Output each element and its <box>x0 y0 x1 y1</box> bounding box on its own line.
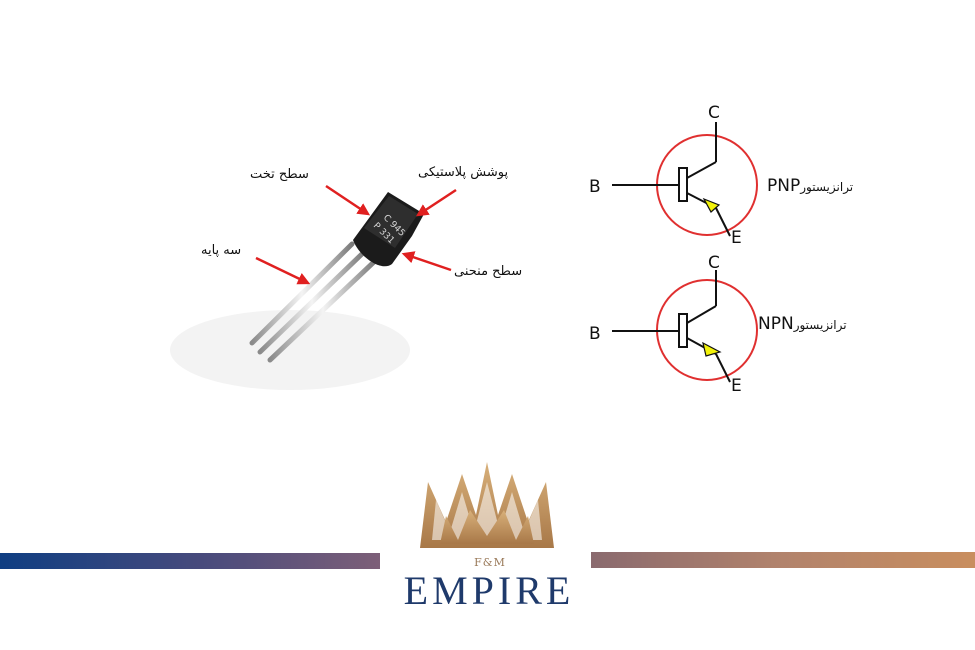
npn-collector-label: C <box>708 253 720 273</box>
pnp-emitter-wire <box>715 207 731 237</box>
transistor-leg <box>267 257 379 363</box>
npn-symbol: C B E <box>589 253 758 396</box>
logo-wordmark: EMPIRE <box>403 568 575 613</box>
transistor-leg <box>257 249 367 355</box>
logo-crown-icon <box>420 462 554 548</box>
three-legs-arrow <box>255 256 311 285</box>
npn-base-bar <box>678 313 688 348</box>
flat-surface-arrow <box>325 184 371 216</box>
footer-bar-right <box>591 552 975 568</box>
pnp-collector-lead <box>686 161 717 179</box>
transistor-photo: C 945 P 331 <box>249 192 424 363</box>
pnp-collector-label: C <box>708 103 720 123</box>
npn-collector-lead <box>686 305 717 324</box>
pnp-base-bar <box>678 167 688 202</box>
plastic-case-arrow <box>415 188 457 217</box>
flat-surface-label: سطح تخت <box>250 167 309 182</box>
npn-emitter-arrow <box>702 341 722 357</box>
npn-emitter-label: E <box>731 376 742 396</box>
plastic-case-label: پوشش پلاستیکی <box>418 165 509 180</box>
three-legs-label: سه پایه <box>201 243 242 258</box>
footer-bar-left <box>0 553 380 569</box>
curved-surface-label: سطح منحنی <box>454 264 523 279</box>
curved-surface-arrow <box>401 251 452 272</box>
transistor-leg <box>249 241 355 346</box>
npn-base-label: B <box>589 324 601 344</box>
npn-emitter-wire <box>715 353 731 383</box>
pnp-emitter-label: E <box>731 228 742 248</box>
pnp-type-label: PNPترانزیستور <box>767 176 853 196</box>
pnp-base-label: B <box>589 177 601 197</box>
pnp-type-fa: ترانزیستور <box>800 180 854 194</box>
pnp-symbol: C B E <box>589 103 758 248</box>
pnp-type-en: PNP <box>767 176 801 196</box>
transistor-flat-face <box>364 196 418 248</box>
npn-type-en: NPN <box>758 314 794 334</box>
npn-type-fa: ترانزیستور <box>793 318 847 332</box>
npn-type-label: NPNترانزیستور <box>758 314 847 334</box>
pnp-emitter-arrow <box>702 197 721 213</box>
transistor-shadow <box>170 310 410 390</box>
logo-subtitle: F&M <box>474 556 506 569</box>
